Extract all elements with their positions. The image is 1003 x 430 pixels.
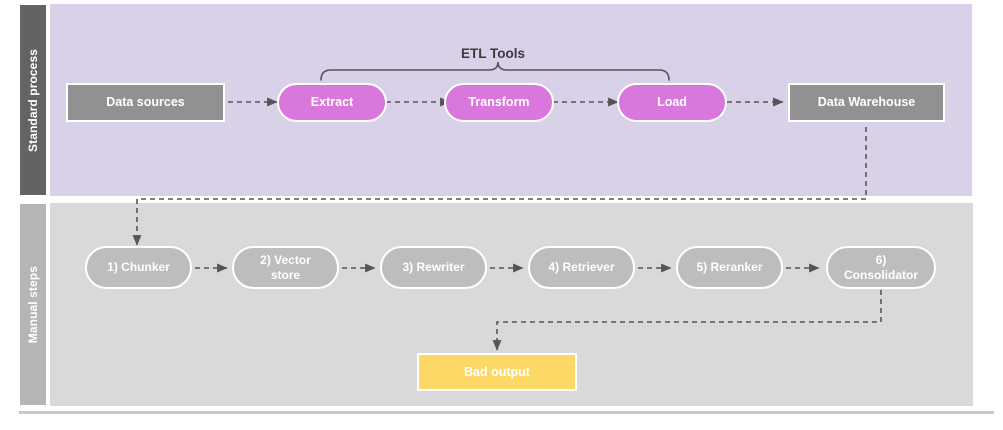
etl-tools-label: ETL Tools <box>461 46 525 61</box>
node-data-warehouse[interactable]: Data Warehouse <box>788 83 945 122</box>
node-chunker[interactable]: 1) Chunker <box>85 246 192 289</box>
node-consolidator[interactable]: 6)Consolidator <box>826 246 936 289</box>
node-load[interactable]: Load <box>617 83 727 122</box>
node-extract[interactable]: Extract <box>277 83 387 122</box>
node-data-sources[interactable]: Data sources <box>66 83 225 122</box>
bottom-divider <box>19 411 994 414</box>
node-rewriter[interactable]: 3) Rewriter <box>380 246 487 289</box>
node-transform[interactable]: Transform <box>444 83 554 122</box>
lane-title-standard-process: Standard process <box>19 4 47 196</box>
node-reranker[interactable]: 5) Reranker <box>676 246 783 289</box>
lane-title-manual-steps: Manual steps <box>19 203 47 406</box>
node-retriever[interactable]: 4) Retriever <box>528 246 635 289</box>
node-bad-output[interactable]: Bad output <box>417 353 577 391</box>
lane-title-manual-steps-label: Manual steps <box>26 265 40 344</box>
lane-title-standard-process-label: Standard process <box>26 48 40 152</box>
